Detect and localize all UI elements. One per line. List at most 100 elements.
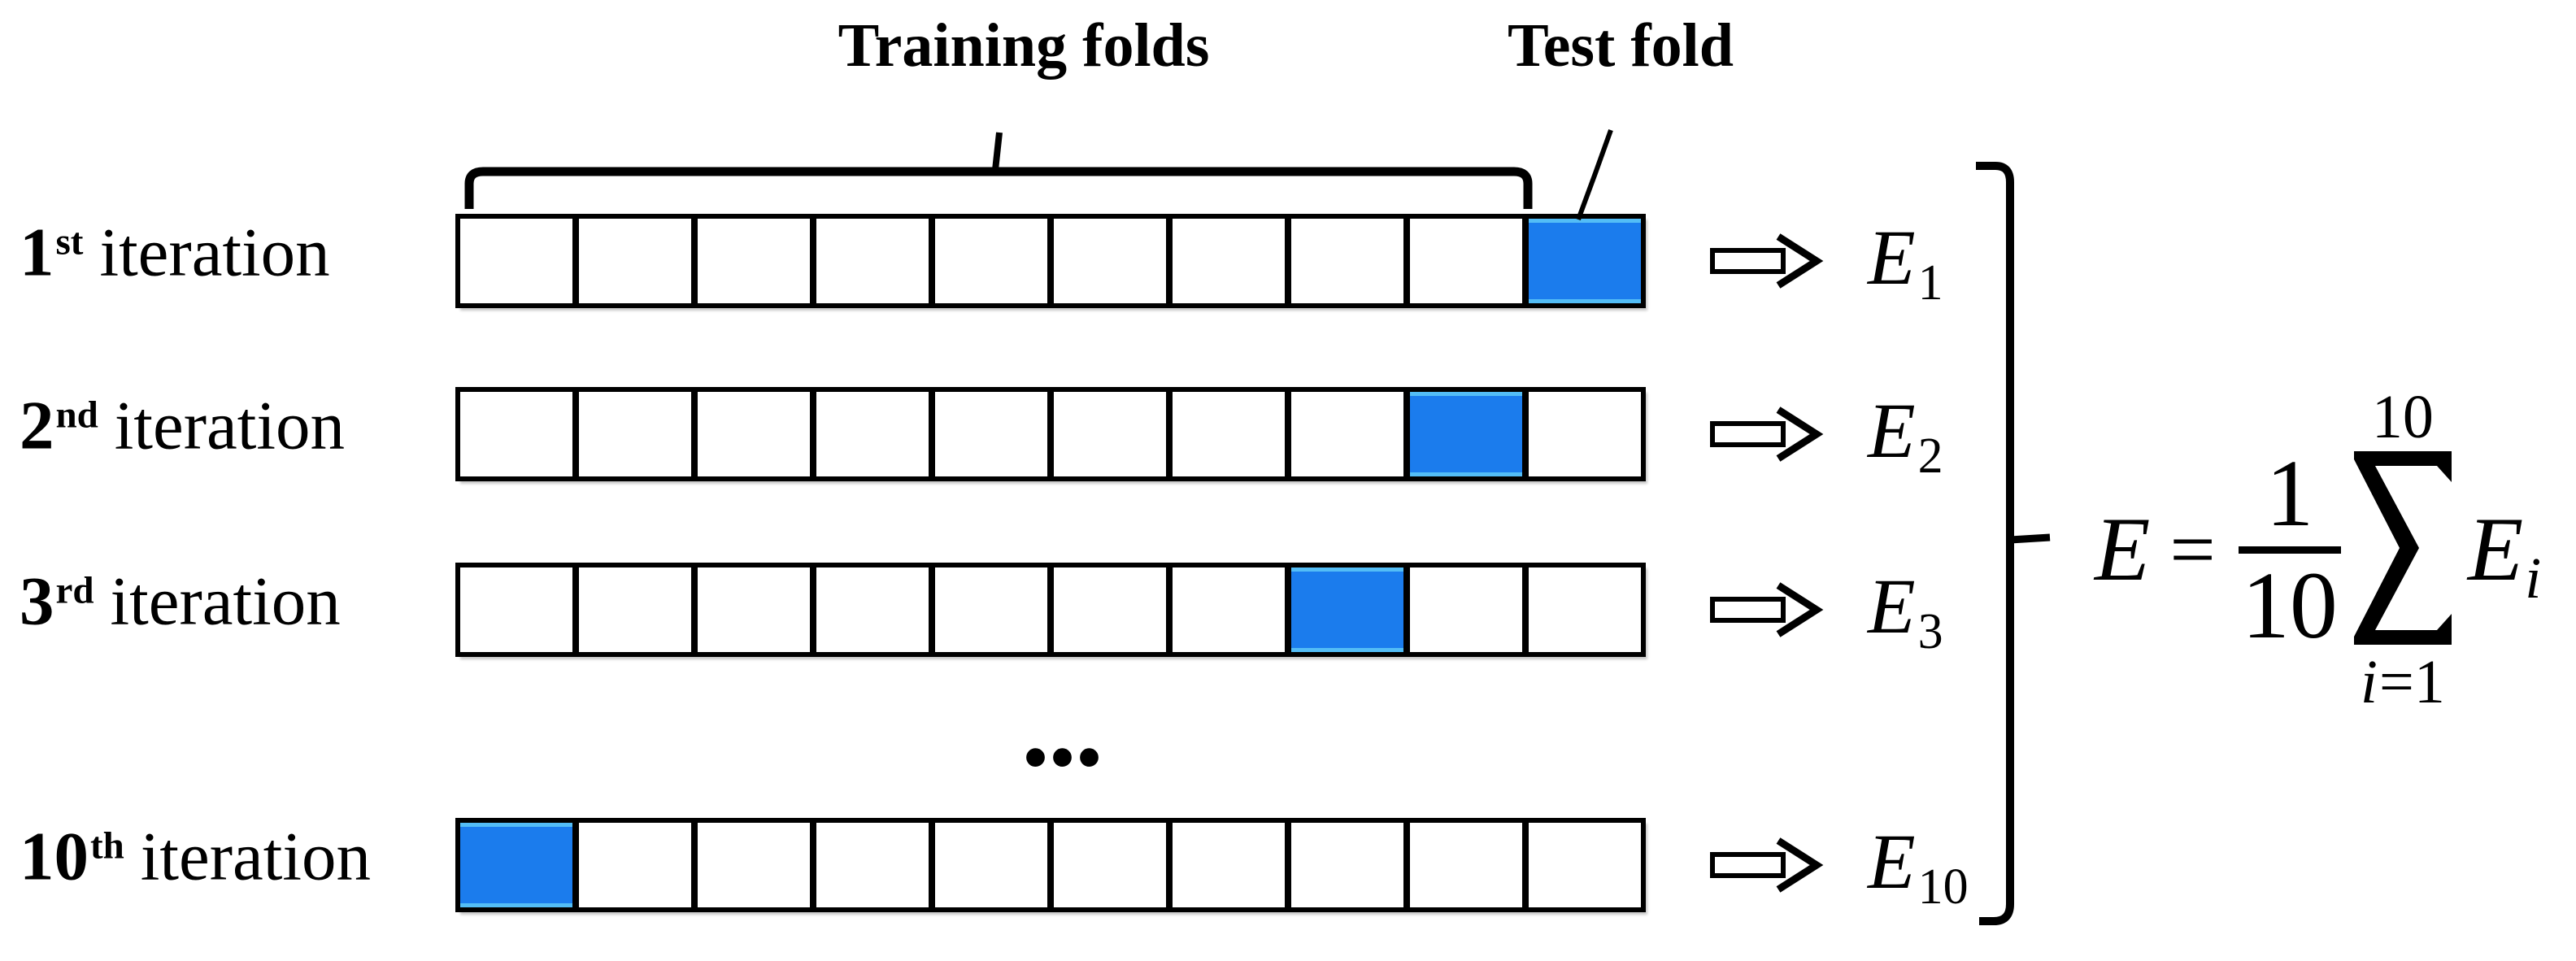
fold-cell: [1051, 215, 1169, 307]
fraction-numerator: 1: [2265, 439, 2314, 546]
lower-limit-relation: =: [2378, 648, 2414, 716]
ordinal-suffix: nd: [55, 394, 98, 437]
fold-cell: [576, 820, 694, 911]
fold-cell: [1169, 564, 1288, 655]
term-base: E: [2467, 499, 2524, 600]
fold-cell: [813, 389, 932, 480]
aggregation-bracket-tick: [2009, 533, 2051, 544]
fold-cell: [1051, 564, 1169, 655]
test-fold-pointer-line: [1576, 128, 1613, 221]
fold-cell: [1525, 820, 1644, 911]
training-folds-brace: [464, 167, 1533, 209]
training-folds-label: Training folds: [838, 11, 1210, 80]
fold-cell: [1407, 215, 1525, 307]
iteration-word: iteration: [114, 387, 346, 464]
right-arrow-icon: [1709, 405, 1825, 463]
iteration-word: iteration: [140, 818, 372, 895]
fold-cell: [813, 215, 932, 307]
summation: 10 i=1: [2351, 386, 2455, 713]
fold-cell: [694, 820, 813, 911]
error-base: E: [1868, 563, 1916, 650]
lower-limit-value: 1: [2413, 648, 2445, 716]
error-label: E10: [1868, 823, 1969, 912]
index-variable: i: [2360, 648, 2378, 716]
fold-cell: [1051, 820, 1169, 911]
fold-cell: [932, 389, 1051, 480]
fold-cell: [813, 564, 932, 655]
fold-cell: [1051, 389, 1169, 480]
fold-cell: [932, 564, 1051, 655]
fold-cell: [457, 564, 576, 655]
fold-cell: [576, 389, 694, 480]
right-arrow-icon: [1709, 581, 1825, 639]
summation-term: Ei: [2468, 504, 2541, 611]
iteration-ordinal: 2: [20, 387, 54, 464]
ellipsis: ...: [1021, 664, 1103, 790]
fold-cell: [932, 215, 1051, 307]
fold-row: [457, 389, 1644, 480]
error-label: E3: [1868, 567, 1943, 657]
summation-sigma-icon: [2353, 451, 2452, 645]
fold-cell: [1169, 215, 1288, 307]
error-base: E: [1868, 387, 1916, 475]
test-fold-cell: [457, 820, 576, 911]
fold-cell: [1407, 564, 1525, 655]
test-fold-label: Test fold: [1507, 11, 1734, 80]
fold-cell: [576, 564, 694, 655]
fold-cell: [1525, 564, 1644, 655]
fold-cell: [1169, 820, 1288, 911]
training-folds-brace-tick: [992, 132, 1003, 171]
fold-cell: [576, 215, 694, 307]
iteration-ordinal: 10: [20, 818, 89, 895]
formula-lhs: E: [2095, 499, 2151, 600]
error-subscript: 10: [1917, 859, 1969, 915]
fold-cell: [932, 820, 1051, 911]
fraction: 1 10: [2238, 439, 2341, 659]
error-base: E: [1868, 818, 1916, 906]
fold-cell: [1169, 389, 1288, 480]
ordinal-suffix: th: [90, 824, 124, 868]
test-fold-cell: [1525, 215, 1644, 307]
error-subscript: 3: [1917, 603, 1943, 659]
iteration-ordinal: 1: [20, 214, 54, 291]
iteration-ordinal: 3: [20, 563, 54, 640]
fold-cell: [457, 215, 576, 307]
fraction-bar: [2238, 546, 2341, 554]
fold-row: [457, 820, 1644, 911]
error-label: E1: [1868, 219, 1943, 308]
average-error-formula: E = 1 10 10 i=1 Ei: [2095, 386, 2541, 713]
iteration-word: iteration: [99, 214, 330, 291]
term-subscript: i: [2525, 545, 2542, 611]
fold-cell: [1525, 389, 1644, 480]
fold-cell: [813, 820, 932, 911]
fold-cell: [694, 215, 813, 307]
test-fold-cell: [1288, 564, 1407, 655]
ordinal-suffix: st: [55, 220, 84, 263]
fraction-denominator: 10: [2241, 551, 2338, 659]
iteration-word: iteration: [110, 563, 341, 640]
fold-cell: [1288, 215, 1407, 307]
right-arrow-icon: [1709, 836, 1825, 894]
fold-cell: [1288, 389, 1407, 480]
fold-cell: [457, 389, 576, 480]
ordinal-suffix: rd: [55, 569, 94, 612]
fold-cell: [694, 564, 813, 655]
fold-cell: [694, 389, 813, 480]
fold-row: [457, 564, 1644, 655]
right-arrow-icon: [1709, 232, 1825, 290]
fold-row: [457, 215, 1644, 307]
error-subscript: 2: [1917, 428, 1943, 484]
error-subscript: 1: [1917, 254, 1943, 311]
summation-lower-limit: i=1: [2361, 651, 2445, 713]
fold-cell: [1407, 820, 1525, 911]
error-base: E: [1868, 214, 1916, 302]
